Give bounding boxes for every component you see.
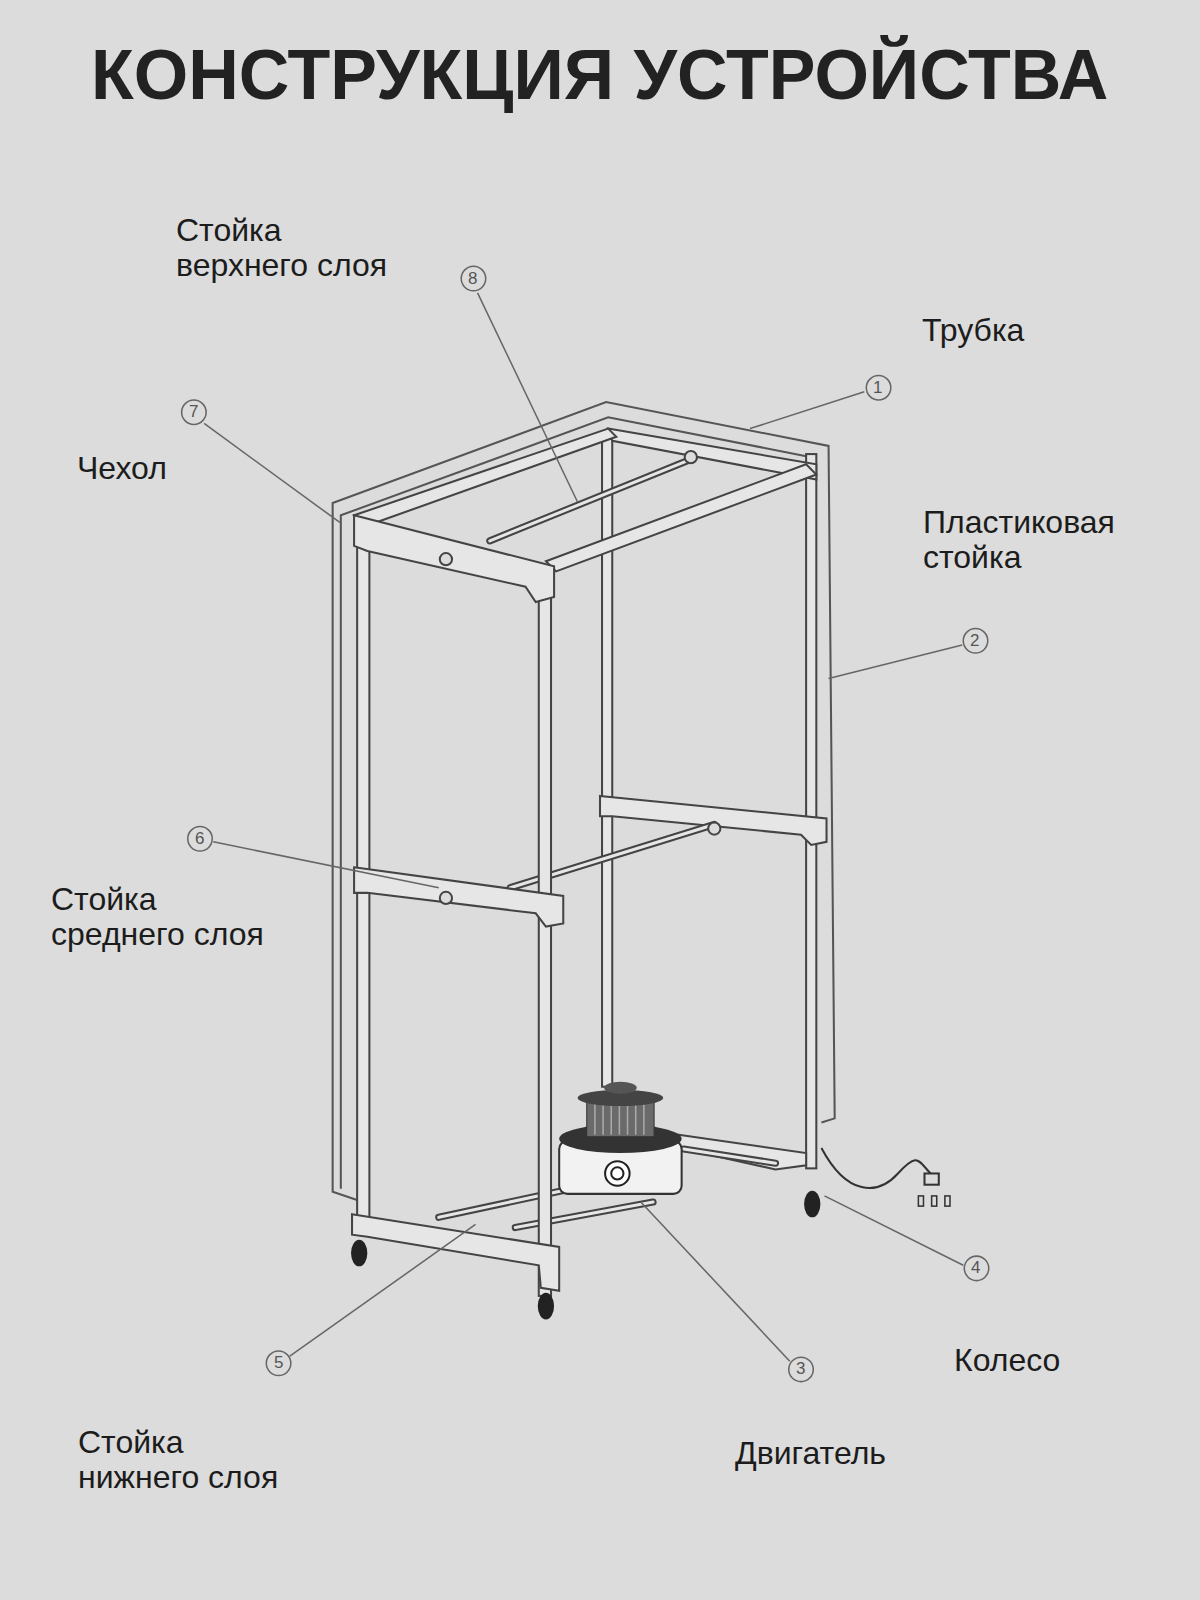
callout-number: 8	[468, 270, 477, 288]
part-label: Трубка	[922, 313, 1024, 348]
callout-number: 4	[971, 1259, 980, 1277]
part-label: Колесо	[954, 1343, 1060, 1378]
part-label: Пластиковая стойка	[923, 505, 955, 575]
callout-number: 5	[274, 1354, 283, 1372]
callout-number: 1	[873, 379, 882, 397]
callout-number: 6	[195, 830, 204, 848]
part-label: Стойка среднего слоя	[51, 882, 266, 952]
page-title: КОНСТРУКЦИЯ УСТРОЙСТВА	[91, 35, 1108, 115]
part-label: Двигатель	[735, 1436, 886, 1471]
callout-number: 3	[796, 1360, 805, 1378]
part-label: Стойка нижнего слоя	[78, 1425, 281, 1495]
part-label: Чехол	[77, 451, 167, 486]
callout-number: 2	[970, 632, 979, 650]
callout-number: 7	[189, 403, 198, 421]
part-label: Стойка верхнего слоя	[176, 213, 390, 283]
